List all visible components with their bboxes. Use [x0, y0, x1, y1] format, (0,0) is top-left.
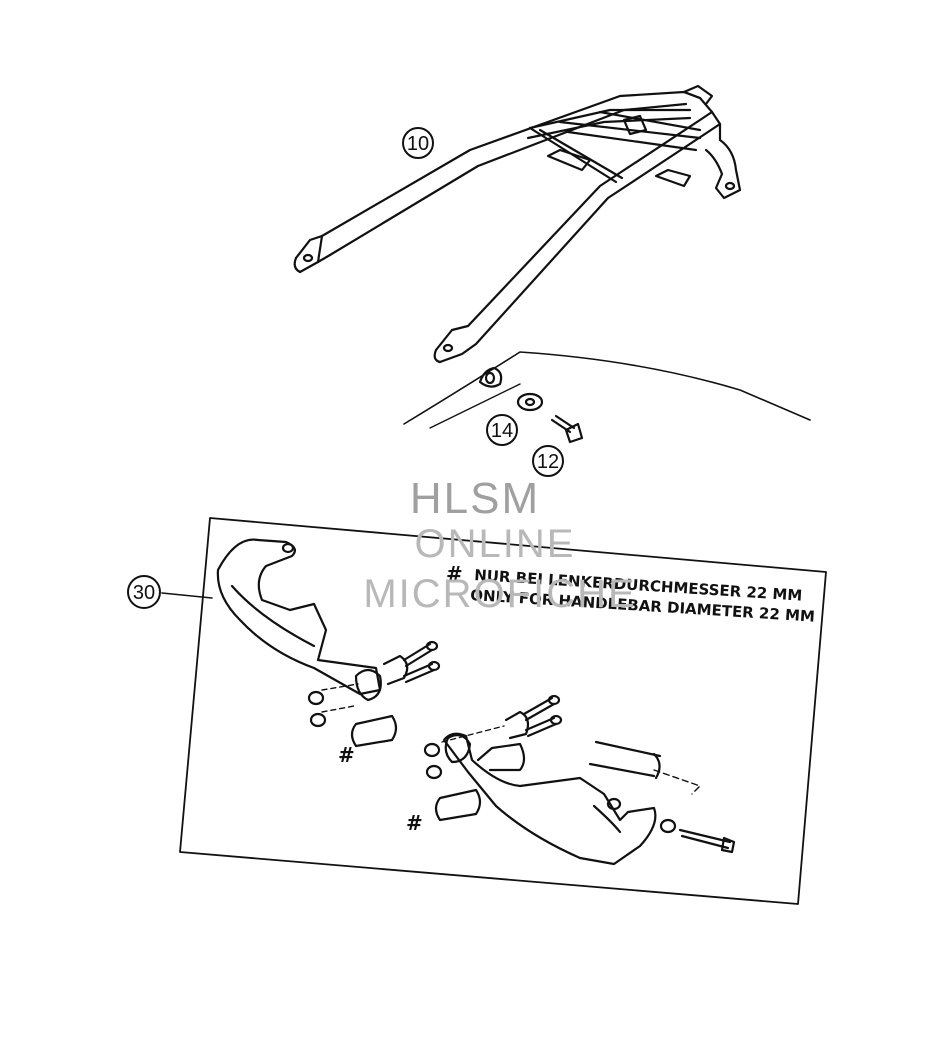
rear-fender	[403, 351, 811, 429]
callout-10-circle	[402, 127, 434, 159]
callout-12-label: 12	[537, 451, 559, 473]
callout-14-circle	[486, 414, 518, 446]
left-handguard	[216, 538, 441, 748]
right-handguard	[423, 694, 736, 866]
kit-frame	[179, 517, 827, 905]
luggage-rack	[293, 84, 742, 364]
washer	[516, 392, 544, 412]
callout-30-circle	[127, 575, 161, 609]
callout-10-label: 10	[407, 133, 429, 155]
callout-30-leader	[161, 592, 213, 599]
callout-14-label: 14	[491, 420, 513, 442]
spacer-hash-right: #	[406, 811, 423, 835]
spacer-hash-left: #	[338, 743, 355, 767]
callout-12-circle	[532, 445, 564, 477]
callout-30-label: 30	[133, 582, 155, 604]
note-marker: #	[446, 562, 463, 586]
bolt	[550, 414, 584, 444]
